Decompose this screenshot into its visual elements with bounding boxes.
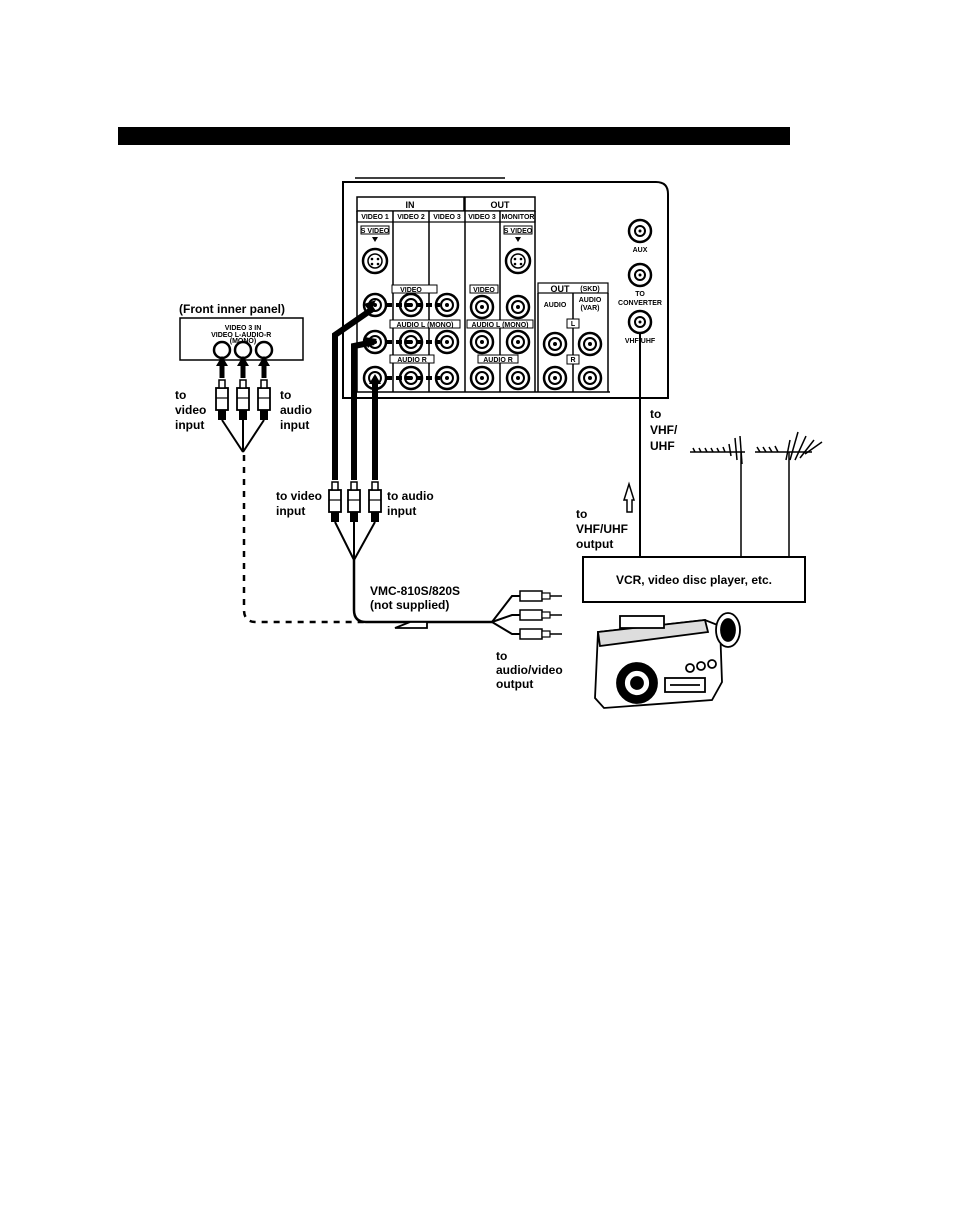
to-converter-label-1: TO: [635, 291, 645, 298]
front-group-label: VIDEO 3 IN: [225, 325, 262, 332]
to-vhf-out-1: to: [576, 507, 587, 521]
ch-r-label: R: [570, 357, 575, 364]
mid-audio-1: to audio: [387, 489, 434, 503]
vcr-box-label: VCR, video disc player, etc.: [616, 573, 772, 587]
left-audio-2: audio: [280, 403, 312, 417]
camcorder-plugs: [519, 590, 562, 640]
av-out-3: output: [496, 677, 533, 691]
antenna-connection: [622, 333, 641, 556]
title-bar: [118, 127, 790, 145]
left-video-1: to: [175, 388, 186, 402]
row-audio-l-in: AUDIO L (MONO): [396, 322, 453, 329]
to-vhf-1: to: [650, 407, 661, 421]
svideo-label-in: S VIDEO: [361, 228, 390, 235]
left-video-2: video: [175, 403, 206, 417]
col-video3-in: VIDEO 3: [433, 214, 461, 221]
to-vhf-out-2: VHF/UHF: [576, 522, 628, 536]
row-video-in: VIDEO: [400, 287, 422, 294]
to-converter-label-2: CONVERTER: [618, 300, 662, 307]
left-audio-3: input: [280, 418, 309, 432]
audio-var-label-1: AUDIO: [579, 297, 602, 304]
rear-panel: IN OUT VIDEO 1 VIDEO 2 VIDEO 3 VIDEO 3 M…: [342, 177, 669, 399]
svideo-out-jack-icon: [504, 247, 532, 275]
col-monitor: MONITOR: [502, 214, 535, 221]
col-video3-out: VIDEO 3: [468, 214, 496, 221]
left-video-3: input: [175, 418, 204, 432]
av-out-1: to: [496, 649, 507, 663]
front-video-label: VIDEO: [211, 332, 233, 339]
signal-arrow-icon: [394, 621, 428, 629]
mid-audio-2: input: [387, 504, 416, 518]
mid-video-1: to video: [276, 489, 322, 503]
in-header: IN: [406, 200, 415, 210]
cable-name: VMC-810S/820S: [370, 584, 460, 598]
aux-jack-icon: [627, 218, 653, 244]
vcr-box: [582, 556, 806, 603]
out-sub-header: OUT: [551, 284, 571, 294]
vhf-uhf-jack-icon: [627, 309, 653, 335]
aux-label: AUX: [633, 247, 648, 254]
front-audio-label: L-AUDIO-R: [235, 332, 272, 339]
out-sub-note: (SKD): [580, 286, 599, 293]
front-panel: (Front inner panel) VIDEO 3 IN VIDEO L-A…: [175, 302, 312, 453]
to-vhf-3: UHF: [650, 439, 675, 453]
col-video2: VIDEO 2: [397, 214, 425, 221]
row-audio-r-out: AUDIO R: [483, 357, 513, 364]
front-plugs: [215, 356, 271, 453]
svideo-in-jack-icon: [361, 247, 389, 275]
audio-var-label-2: (VAR): [581, 305, 600, 312]
av-out-2: audio/video: [496, 663, 563, 677]
audio-label: AUDIO: [544, 302, 567, 309]
row-audio-l-out: AUDIO L (MONO): [471, 322, 528, 329]
out-header: OUT: [491, 200, 511, 210]
mid-video-2: input: [276, 504, 305, 518]
antenna-icon: [690, 431, 823, 556]
col-video1: VIDEO 1: [361, 214, 389, 221]
svideo-label-out: S VIDEO: [504, 228, 533, 235]
dashed-cable-path: [242, 455, 368, 624]
to-vhf-2: VHF/: [650, 423, 678, 437]
cable-note: (not supplied): [370, 598, 449, 612]
front-panel-title: (Front inner panel): [179, 302, 285, 316]
up-arrow-icon: [622, 481, 636, 513]
converter-jack-icon: [627, 262, 653, 288]
row-video-out: VIDEO: [473, 287, 495, 294]
rear-cable: [328, 300, 562, 640]
to-vhf-out-3: output: [576, 537, 613, 551]
camcorder-icon: [594, 612, 741, 709]
ch-l-label: L: [571, 321, 576, 328]
left-audio-1: to: [280, 388, 291, 402]
row-audio-r-in: AUDIO R: [397, 357, 427, 364]
